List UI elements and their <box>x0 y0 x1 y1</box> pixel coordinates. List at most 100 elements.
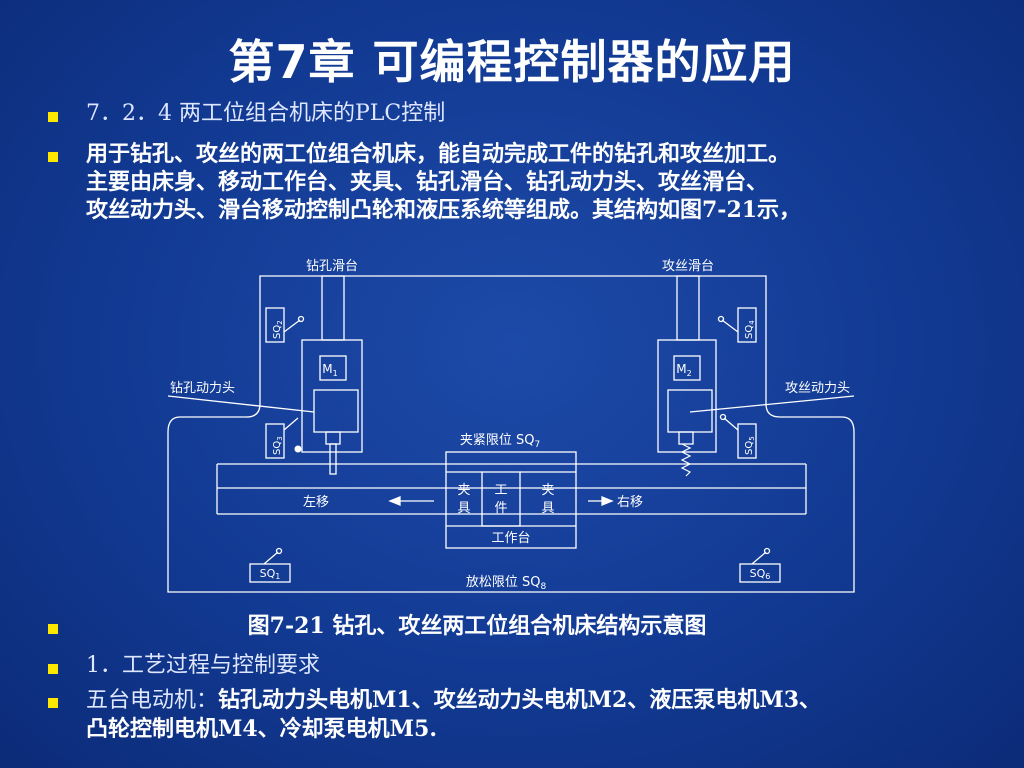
limit-switch-sq3 <box>265 423 285 459</box>
lever-pivot-sq5 <box>719 413 727 421</box>
label-release-limit: 放松限位 SQ8 <box>466 575 547 592</box>
release-limit-text: 放松限位 SQ <box>466 575 541 590</box>
motors-line-1: 钻孔动力头电机M1、攻丝动力头电机M2、液压泵电机M3、 <box>218 687 821 713</box>
bullet-marker <box>48 112 58 122</box>
label-move-left: 左移 <box>303 495 329 510</box>
label-workpiece-2: 件 <box>494 501 507 516</box>
sq4-text: SQ <box>744 325 755 339</box>
drill-bit <box>329 443 337 475</box>
sq1-sub: 1 <box>275 572 280 581</box>
lever-sq2 <box>283 319 301 333</box>
section-heading: 7．2．4 两工位组合机床的PLC控制 <box>86 101 446 126</box>
lever-sq1 <box>263 551 279 565</box>
arrow-right-head <box>601 496 614 506</box>
sq6-text: SQ <box>750 567 766 580</box>
label-tap-head: 攻丝动力头 <box>785 381 850 396</box>
sq1-text: SQ <box>260 567 276 580</box>
drill-slide-frame <box>301 339 363 453</box>
limit-switch-sq5 <box>737 423 757 459</box>
label-sq2: SQ2 <box>272 320 284 339</box>
lever-sq5 <box>723 417 739 431</box>
label-motor-m1: M1 <box>322 362 337 378</box>
label-fixture-left-1: 夹 <box>457 483 470 498</box>
bullet-marker <box>48 698 58 708</box>
label-drill-slide: 钻孔滑台 <box>306 259 358 274</box>
label-worktable: 工作台 <box>491 531 530 546</box>
label-drill-head: 钻孔动力头 <box>170 381 235 396</box>
drill-spindle <box>325 431 341 445</box>
lever-sq6 <box>751 551 767 565</box>
label-sq3: SQ3 <box>272 436 284 455</box>
arrow-left-head <box>388 496 401 506</box>
sq2-text: SQ <box>272 325 283 339</box>
label-tap-slide: 攻丝滑台 <box>662 259 714 274</box>
sq3-text: SQ <box>272 441 283 455</box>
tap-slide-frame <box>657 339 717 453</box>
motor-m1-text: M <box>322 362 332 376</box>
worktable-frame <box>445 451 577 549</box>
clamp-limit-text: 夹紧限位 SQ <box>460 433 535 448</box>
label-sq1: SQ1 <box>260 567 281 581</box>
label-fixture-right-1: 夹 <box>541 483 554 498</box>
label-sq5: SQ5 <box>744 436 756 455</box>
motors-line-2: 凸轮控制电机M4、冷却泵电机M5. <box>86 716 437 742</box>
sq5-text: SQ <box>744 441 755 455</box>
bullet-figure-caption: 图7-21 钻孔、攻丝两工位组合机床结构示意图 <box>48 612 998 640</box>
motor-m1-sub: 1 <box>333 369 338 378</box>
bullet-intro: 用于钻孔、攻丝的两工位组合机床，能自动完成工件的钻孔和攻丝加工。 主要由床身、移… <box>48 140 998 224</box>
bullet-marker <box>48 624 58 634</box>
figure-caption: 图7-21 钻孔、攻丝两工位组合机床结构示意图 <box>247 613 707 639</box>
label-move-right: 右移 <box>617 495 643 510</box>
machine-bed-outline <box>167 275 855 593</box>
sq6-sub: 6 <box>765 572 770 581</box>
tap-thread <box>680 443 692 477</box>
lever-sq3 <box>283 417 299 431</box>
machine-structure-diagram: 钻孔滑台 攻丝滑台 钻孔动力头 攻丝动力头 夹紧限位 SQ7 放松限位 SQ8 … <box>167 259 855 593</box>
movement-arrows <box>388 496 614 506</box>
process-heading: 1．工艺过程与控制要求 <box>86 653 320 678</box>
motors-prefix: 五台电动机： <box>86 688 219 713</box>
intro-line-1: 用于钻孔、攻丝的两工位组合机床，能自动完成工件的钻孔和攻丝加工。 <box>86 141 791 167</box>
label-workpiece-1: 工 <box>494 483 507 498</box>
limit-switch-sq4 <box>737 307 757 343</box>
tap-head-leader <box>689 395 855 413</box>
lever-pivot-sq2 <box>297 315 305 323</box>
label-sq6: SQ6 <box>750 567 771 581</box>
motor-m2-box <box>673 355 701 381</box>
sq3-sub: 3 <box>276 436 284 440</box>
lever-pivot-sq4 <box>717 315 725 323</box>
clamp-limit-sub: 7 <box>534 440 540 450</box>
tap-spindle <box>678 431 694 445</box>
drill-head-box <box>313 389 359 433</box>
motor-m1-box <box>319 355 347 381</box>
lever-pivot-sq6 <box>763 547 771 555</box>
lever-pivot-sq1 <box>275 547 283 555</box>
motor-m2-text: M <box>676 362 686 376</box>
label-fixture-left-2: 具 <box>457 501 470 516</box>
bullet-process-heading: 1．工艺过程与控制要求 <box>48 652 998 680</box>
sq5-sub: 5 <box>748 436 756 440</box>
sq4-sub: 4 <box>748 320 756 325</box>
motor-m2-sub: 2 <box>687 369 692 378</box>
limit-switch-sq1 <box>249 563 291 583</box>
sq2-sub: 2 <box>276 320 284 324</box>
intro-line-2: 主要由床身、移动工作台、夹具、钻孔滑台、钻孔动力头、攻丝滑台、 <box>86 169 769 195</box>
lever-pivot-sq3 <box>294 445 302 453</box>
diagram-lines <box>167 275 855 593</box>
bullet-section: 7．2．4 两工位组合机床的PLC控制 <box>48 100 998 128</box>
workpiece-box <box>481 471 521 527</box>
slide-title: 第7章 可编程控制器的应用 <box>228 35 796 89</box>
limit-switch-sq6 <box>739 563 781 583</box>
intro-text: 用于钻孔、攻丝的两工位组合机床，能自动完成工件的钻孔和攻丝加工。 主要由床身、移… <box>86 140 801 224</box>
label-sq4: SQ4 <box>744 320 756 339</box>
intro-line-3: 攻丝动力头、滑台移动控制凸轮和液压系统等组成。其结构如图7-21示， <box>86 197 802 223</box>
limit-switch-sq2 <box>265 307 285 343</box>
bullet-motors: 五台电动机：钻孔动力头电机M1、攻丝动力头电机M2、液压泵电机M3、 凸轮控制电… <box>48 686 998 744</box>
label-clamp-limit: 夹紧限位 SQ7 <box>460 433 540 450</box>
drill-head-leader <box>167 395 315 413</box>
motors-text: 五台电动机：钻孔动力头电机M1、攻丝动力头电机M2、液压泵电机M3、 凸轮控制电… <box>86 686 821 744</box>
label-fixture-right-2: 具 <box>541 501 554 516</box>
drill-slide-column <box>321 275 345 341</box>
tap-slide-column <box>676 275 700 341</box>
bullet-marker <box>48 664 58 674</box>
